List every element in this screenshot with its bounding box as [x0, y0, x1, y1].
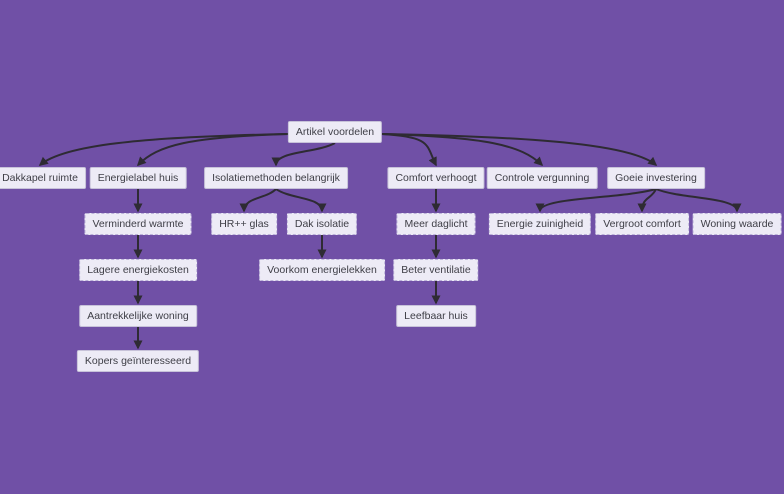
node-aantrekkelijke-woning[interactable]: Aantrekkelijke woning: [79, 305, 197, 327]
node-kopers-geinteresseerd[interactable]: Kopers geïnteresseerd: [76, 350, 200, 372]
node-controle-vergunning[interactable]: Controle vergunning: [486, 167, 598, 189]
node-voorkom-energielekken[interactable]: Voorkom energielekken: [259, 259, 385, 281]
edge-goeie-investering--energie-zuinigheid: [535, 188, 657, 213]
node-isolatiemethoden-belangrijk[interactable]: Isolatiemethoden belangrijk: [204, 167, 348, 189]
edge-artikel-voordelen--goeie-investering: [381, 133, 658, 166]
edge-goeie-investering--vergroot-comfort: [637, 188, 657, 213]
node-comfort-verhoogt[interactable]: Comfort verhoogt: [387, 167, 485, 189]
edge-artikel-voordelen--controle-vergunning: [381, 133, 544, 167]
node-dak-isolatie[interactable]: Dak isolatie: [286, 213, 358, 235]
node-meer-daglicht[interactable]: Meer daglicht: [396, 213, 476, 235]
node-artikel-voordelen[interactable]: Artikel voordelen: [287, 121, 383, 143]
node-vergroot-comfort[interactable]: Vergroot comfort: [595, 213, 689, 235]
edge-isolatiemethoden-belangrijk--dak-isolatie: [275, 188, 327, 213]
edge-goeie-investering--woning-waarde: [655, 188, 742, 213]
node-energie-zuinigheid[interactable]: Energie zuinigheid: [488, 213, 592, 235]
node-beter-ventilatie[interactable]: Beter ventilatie: [393, 259, 479, 281]
node-dakkapel-ruimte[interactable]: Dakkapel ruimte: [0, 167, 86, 189]
node-leefbaar-huis[interactable]: Leefbaar huis: [396, 305, 476, 327]
edge-artikel-voordelen--dakkapel-ruimte: [38, 133, 289, 166]
node-woning-waarde[interactable]: Woning waarde: [692, 213, 782, 235]
node-hr-plus-plus-glas[interactable]: HR++ glas: [211, 213, 277, 235]
node-verminderd-warmte[interactable]: Verminderd warmte: [84, 213, 192, 235]
edge-artikel-voordelen--isolatiemethoden-belangrijk: [271, 142, 336, 167]
edge-artikel-voordelen--energielabel-huis: [136, 133, 289, 167]
edge-isolatiemethoden-belangrijk--hr-plus-plus-glas: [239, 188, 277, 213]
edge-artikel-voordelen--comfort-verhoogt: [381, 133, 437, 167]
node-goeie-investering[interactable]: Goeie investering: [607, 167, 705, 189]
node-energielabel-huis[interactable]: Energielabel huis: [89, 167, 187, 189]
node-lagere-energiekosten[interactable]: Lagere energiekosten: [79, 259, 197, 281]
